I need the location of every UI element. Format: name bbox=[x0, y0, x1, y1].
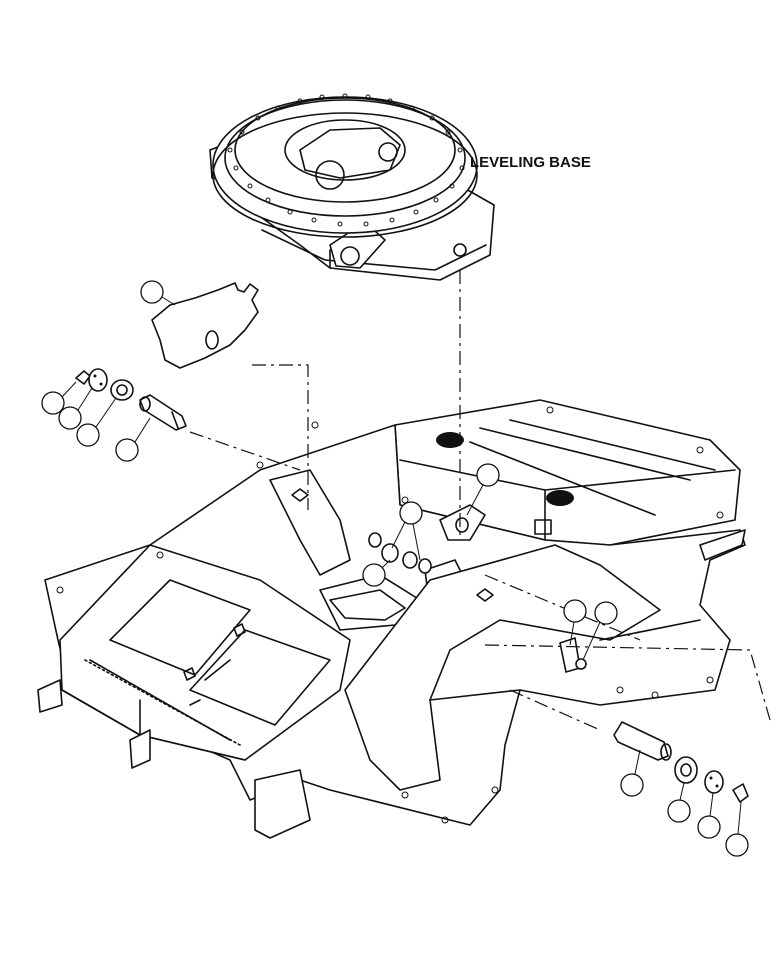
callout-balloon bbox=[620, 773, 644, 797]
right-pin-assembly bbox=[559, 637, 749, 803]
callout-balloon bbox=[362, 563, 386, 587]
callout-balloon bbox=[399, 501, 423, 525]
callout-balloon bbox=[58, 406, 82, 430]
carbody-frame bbox=[37, 399, 746, 839]
alignment-lines bbox=[189, 270, 771, 731]
leveling-base-assembly bbox=[209, 93, 495, 281]
callout-balloon bbox=[41, 391, 65, 415]
callout-balloon bbox=[594, 601, 618, 625]
callout-balloon bbox=[667, 799, 691, 823]
spacer-stack bbox=[368, 504, 486, 574]
callout-balloon bbox=[563, 599, 587, 623]
callout-balloon bbox=[115, 438, 139, 462]
callout-balloon bbox=[140, 280, 164, 304]
callout-balloon bbox=[476, 463, 500, 487]
callout-balloon bbox=[697, 815, 721, 839]
gusset-plate bbox=[151, 282, 259, 369]
callout-balloons bbox=[41, 280, 749, 857]
callout-balloon bbox=[76, 423, 100, 447]
leveling-base-label: LEVELING BASE bbox=[470, 154, 591, 171]
left-pin-assembly bbox=[75, 368, 187, 431]
callout-balloon bbox=[725, 833, 749, 857]
